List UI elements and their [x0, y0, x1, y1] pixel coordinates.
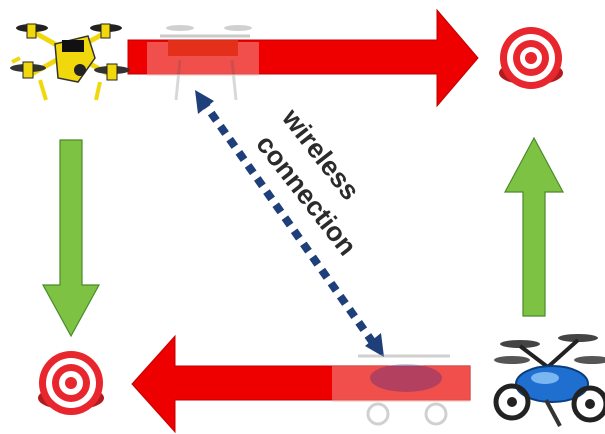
target-icon-top-right — [499, 27, 563, 89]
bottom-red-arrow — [131, 334, 471, 434]
ghost-minidrone-icon — [332, 354, 470, 426]
yellow-quadcopter-icon — [10, 23, 130, 101]
wireless-link — [195, 90, 384, 357]
blue-minidrone-icon — [493, 334, 605, 427]
right-green-arrow — [503, 136, 565, 317]
left-green-arrow — [41, 139, 101, 338]
top-red-arrow — [127, 8, 479, 108]
target-icon-bottom-left — [38, 351, 104, 415]
link-arrowhead-top — [195, 90, 214, 114]
ghost-quadcopter-icon — [147, 25, 259, 101]
link-arrowhead-bottom — [365, 333, 384, 357]
